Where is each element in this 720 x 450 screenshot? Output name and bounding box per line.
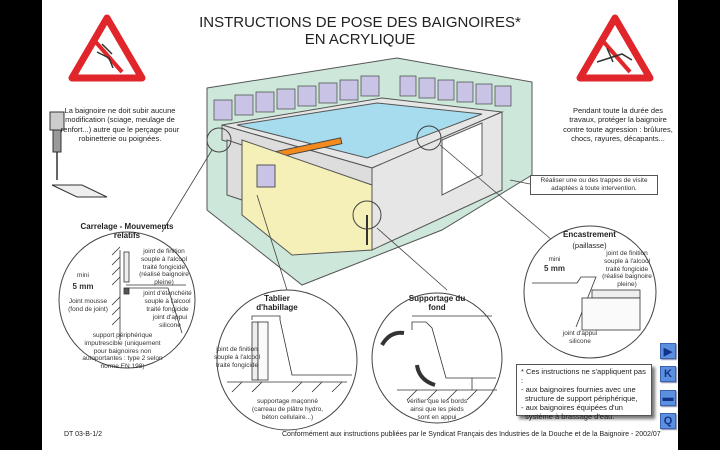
exceptions-line: structure de support périphérique,: [525, 394, 638, 403]
exceptions-line: - aux baignoires équipées d'un: [521, 403, 623, 412]
tablier-supportage-label: supportage maçonné (carreau de plâtre hy…: [251, 398, 324, 421]
trappe-note: Réaliser une ou des trappes de visite ad…: [530, 175, 658, 195]
encastrement-subtitle: (paillasse): [572, 241, 607, 250]
tablier-detail-drawing: [227, 315, 352, 393]
no-damage-warning-icon: [576, 14, 654, 82]
quit-icon: Q: [663, 415, 673, 427]
next-page-button[interactable]: ▶: [660, 343, 676, 359]
exceptions-note: * Ces instructions ne s'appliquent pas :…: [516, 364, 652, 421]
protection-warning: Pendant toute la durée des travaux, prot…: [563, 106, 673, 144]
print-icon: ▬: [662, 392, 674, 404]
play-icon: ▶: [663, 345, 673, 358]
encastrement-joint-finition: joint de finition souple à l'alcool trai…: [602, 250, 652, 289]
first-page-icon: K: [664, 368, 672, 380]
quit-button[interactable]: Q: [660, 413, 676, 429]
support-label: support périphérique imputrescible (uniq…: [82, 332, 163, 371]
illustrations: [49, 14, 657, 431]
callout-lines: [161, 144, 553, 291]
tablier-title: Tablier d'habillage: [256, 294, 298, 313]
title-line-2: EN ACRYLIQUE: [304, 31, 416, 49]
encastrement-mini: mini: [548, 256, 561, 263]
tablier-joint-label: joint de finition souple à l'alcool trai…: [213, 346, 261, 369]
supportage-detail-drawing: [380, 315, 497, 401]
print-button[interactable]: ▬: [660, 390, 676, 406]
exceptions-line: * Ces instructions ne s'appliquent pas :: [521, 367, 646, 385]
exceptions-line: - aux baignoires fournies avec une: [521, 385, 636, 394]
joint-finition-label: joint de finition souple à l'alcool trai…: [139, 248, 189, 287]
first-page-button[interactable]: K: [660, 366, 676, 382]
supportage-text: vérifier que les bords ainsi que les pie…: [406, 398, 468, 421]
joint-appui-label: joint d'appui silicone: [152, 314, 188, 329]
encastrement-title: Encastrement: [563, 230, 616, 239]
joint-etancheite-label: joint d'étanchéité souple à l'alcool tra…: [143, 290, 192, 313]
carrelage-detail-drawing: [111, 246, 186, 340]
exceptions-line: système à brassage d'eau.: [525, 412, 615, 421]
mini-label: mini: [77, 272, 89, 279]
no-modification-warning: La baignoire ne doit subir aucune modifi…: [60, 106, 180, 144]
carrelage-title: Carrelage - Mouvements relatifs: [80, 222, 174, 241]
supportage-title: Supportage du fond: [408, 294, 466, 313]
encastrement-joint-appui: joint d'appui silicone: [562, 330, 598, 345]
no-cutting-warning-icon: [68, 14, 146, 82]
detail-circles: [58, 225, 657, 431]
gap-label: 5 mm: [72, 282, 94, 291]
document-reference: DT 03-B-1/2: [64, 431, 102, 438]
drill-icon: [49, 111, 108, 198]
footer-credit: Conformément aux instructions publiées p…: [282, 431, 661, 438]
page-title: INSTRUCTIONS DE POSE DES BAIGNOIRES* EN …: [42, 14, 678, 49]
joint-mousse-label: Joint mousse (fond de joint): [68, 298, 108, 313]
instruction-sheet: INSTRUCTIONS DE POSE DES BAIGNOIRES* EN …: [42, 0, 678, 450]
bathtub-illustration: [206, 57, 533, 286]
encastrement-detail-drawing: [532, 276, 641, 331]
encastrement-gap: 5 mm: [544, 264, 565, 273]
title-line-1: INSTRUCTIONS DE POSE DES BAIGNOIRES*: [199, 14, 521, 31]
